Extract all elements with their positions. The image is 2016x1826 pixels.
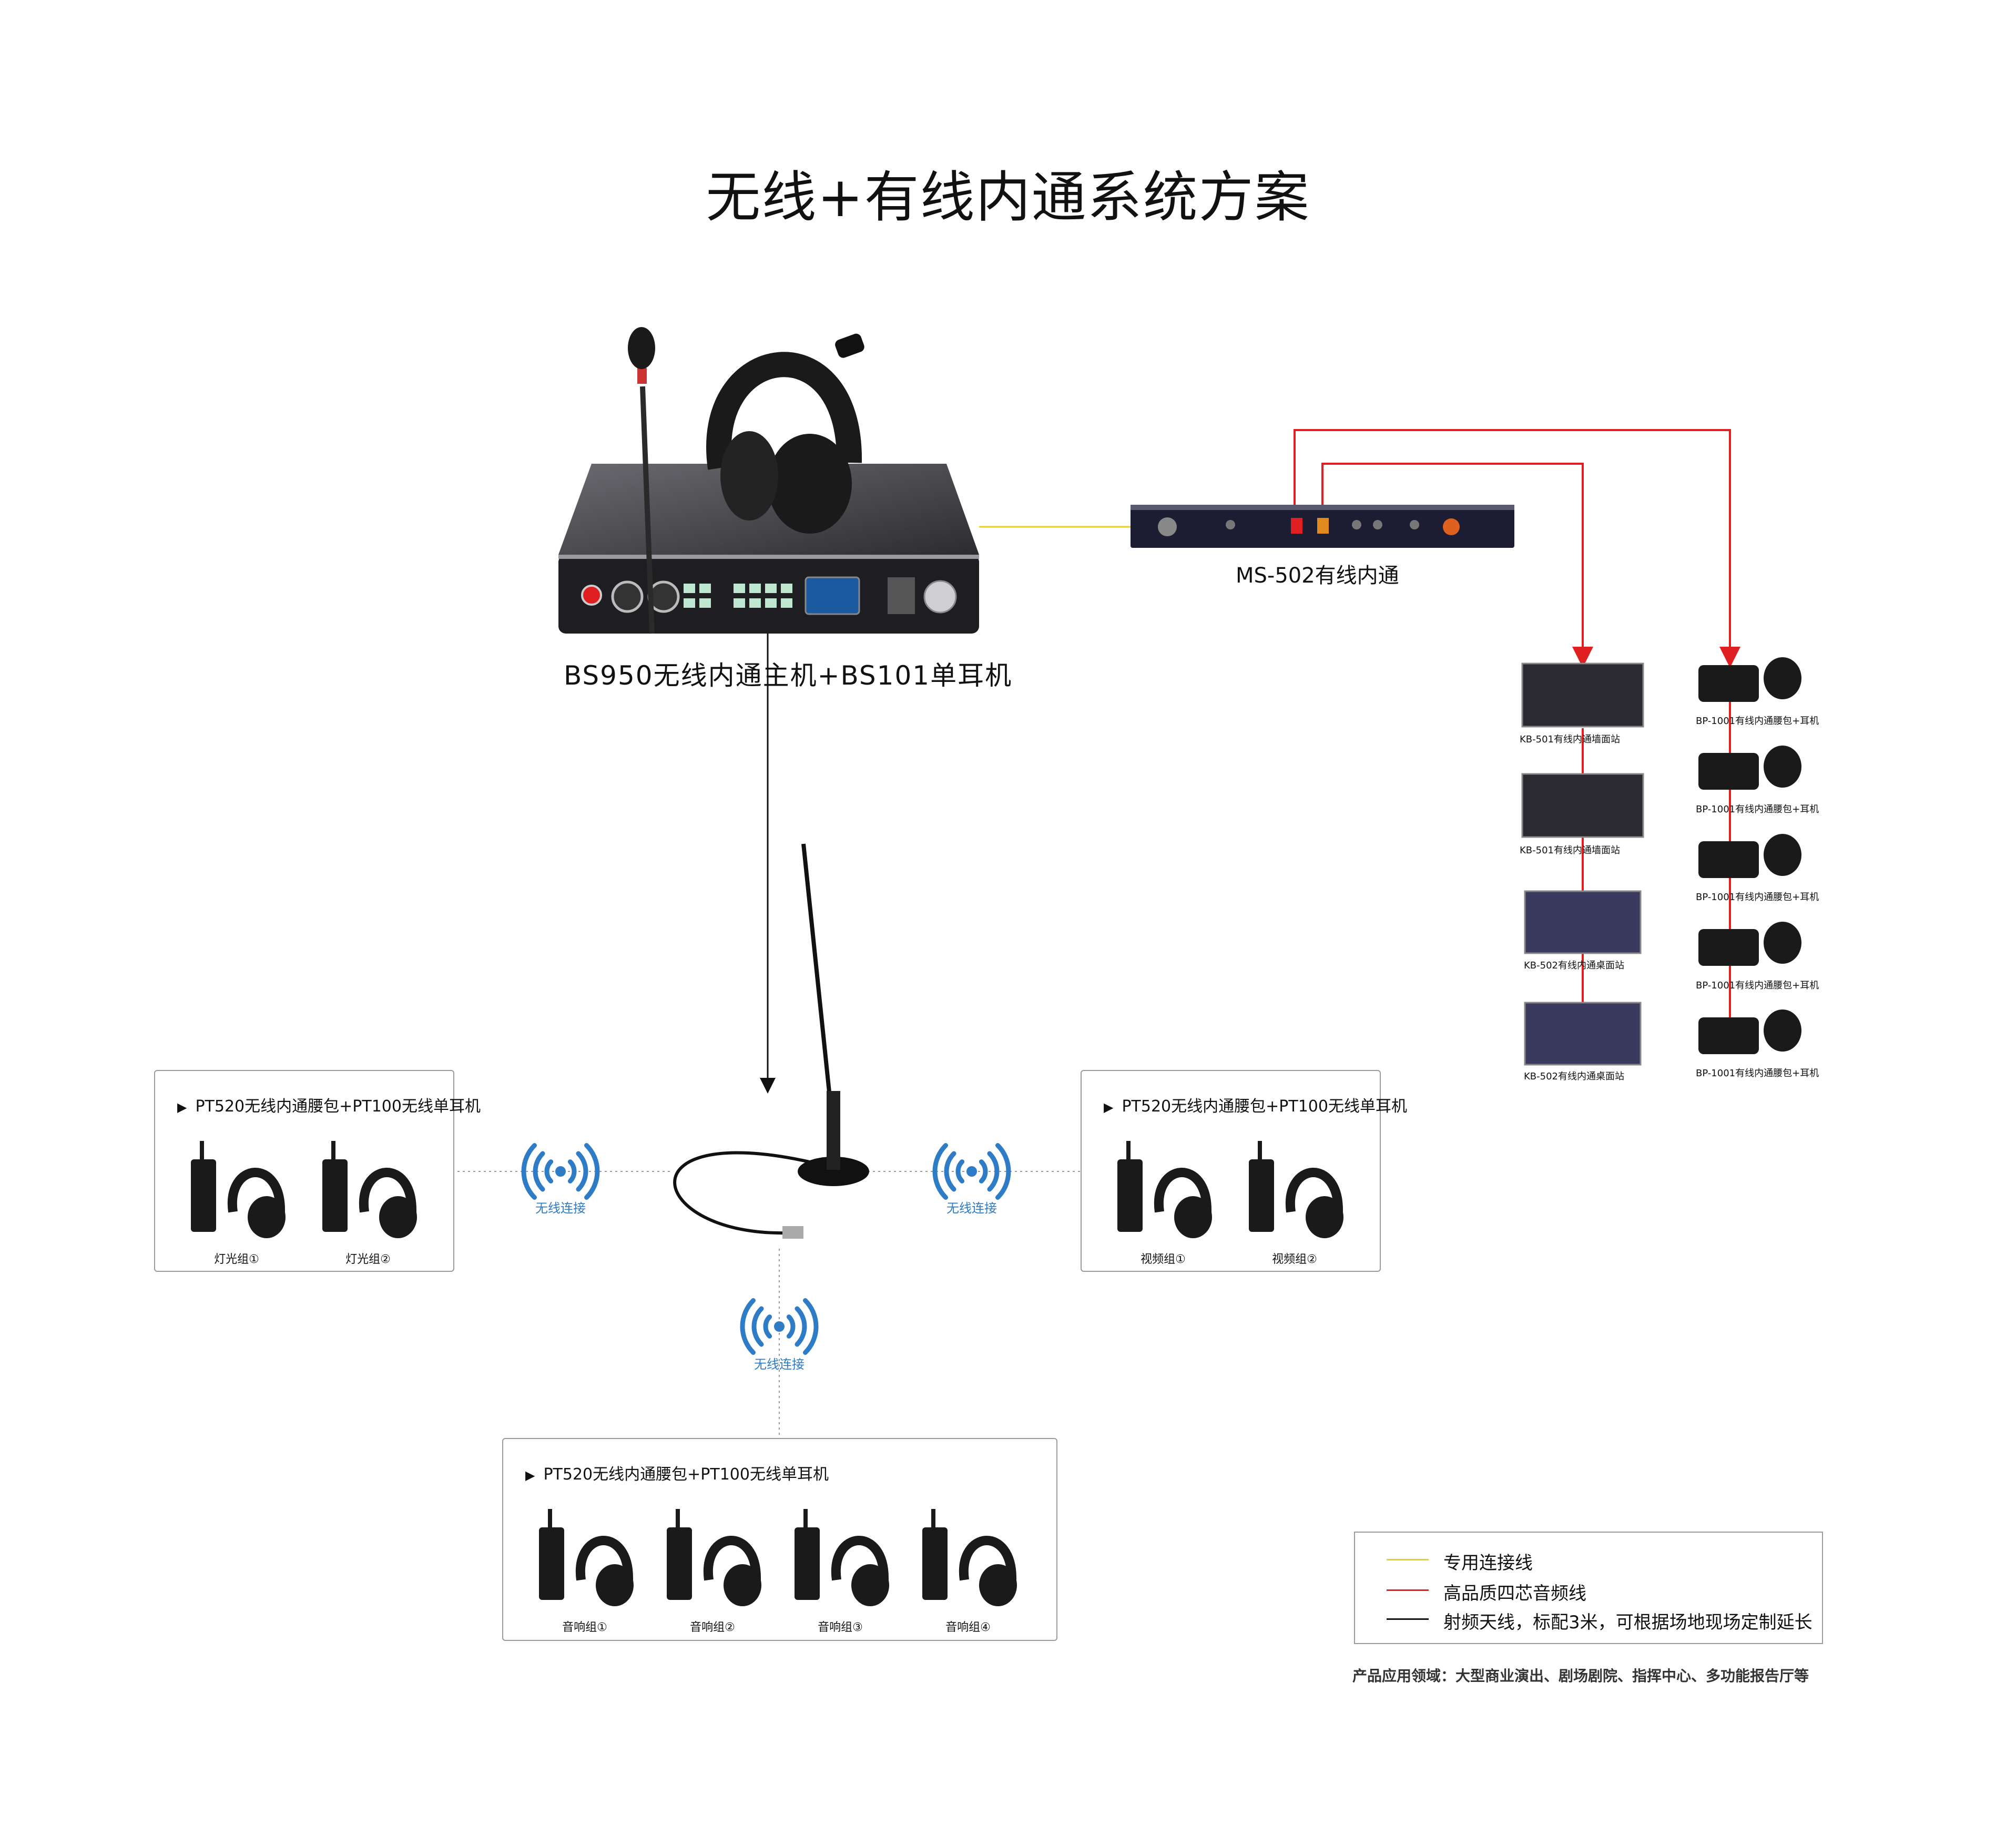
group-panel-title: ▶PT520无线内通腰包+PT100无线单耳机 [177, 1097, 481, 1116]
wireless-wave-icon [584, 1143, 600, 1200]
kb-station-label: KB-501有线内通墙面站 [1520, 845, 1621, 856]
bp-beltpack-label: BP-1001有线内通腰包+耳机 [1696, 804, 1819, 815]
group-panel-title: ▶PT520无线内通腰包+PT100无线单耳机 [525, 1465, 829, 1484]
beltpack-headset-icon [1249, 1141, 1343, 1238]
legend-swatch [1387, 1618, 1429, 1620]
wireless-dot-icon [966, 1166, 977, 1177]
wireless-unit: 灯光组① [176, 1133, 297, 1266]
wireless-wave-icon [544, 1159, 554, 1184]
wireless-dot-icon [555, 1166, 566, 1177]
group-panel-title: ▶PT520无线内通腰包+PT100无线单耳机 [1104, 1097, 1407, 1116]
bs950-main-unit-image [558, 327, 979, 634]
wireless-unit: 视频组② [1234, 1133, 1355, 1266]
beltpack-headset-icon [539, 1509, 634, 1606]
wireless-unit: 灯光组② [308, 1133, 429, 1266]
beltpack-headset-icon [1117, 1141, 1212, 1238]
triangle-icon: ▶ [177, 1100, 187, 1115]
wireless-wave-icon [763, 1314, 772, 1339]
unit-caption: 音响组① [562, 1621, 607, 1634]
legend-label: 专用连接线 [1443, 1553, 1533, 1574]
wireless-unit: 音响组① [524, 1501, 645, 1634]
kb-stations-images [1521, 662, 1644, 1066]
triangle-icon: ▶ [525, 1468, 535, 1483]
wireless-wave-icon [944, 1151, 956, 1192]
legend-label: 高品质四芯音频线 [1443, 1583, 1586, 1604]
wireless-wave-icon [795, 1306, 807, 1347]
wireless-unit: 音响组④ [908, 1501, 1029, 1634]
unit-caption: 视频组① [1141, 1253, 1186, 1266]
group-panel-lighting: ▶PT520无线内通腰包+PT100无线单耳机 灯光组① 灯光组② [154, 1070, 481, 1272]
wireless-unit: 音响组③ [780, 1501, 901, 1634]
wireless-wave-icon [521, 1143, 537, 1200]
wireless-wave-icon [533, 1151, 545, 1192]
group-panel-video: ▶PT520无线内通腰包+PT100无线单耳机 视频组① 视频组② [1081, 1070, 1407, 1272]
triangle-icon: ▶ [1104, 1100, 1114, 1115]
wireless-wave-icon [576, 1151, 588, 1192]
wireless-wave-icon [955, 1159, 965, 1184]
wireless-unit: 视频组① [1103, 1133, 1224, 1266]
wireless-dot-icon [774, 1321, 785, 1332]
wireless-wave-icon [979, 1159, 988, 1184]
unit-caption: 灯光组① [214, 1253, 259, 1266]
unit-caption: 音响组④ [945, 1621, 991, 1634]
beltpack-headset-icon [795, 1509, 889, 1606]
wireless-unit: 音响组② [652, 1501, 773, 1634]
application-footer: 产品应用领域：大型商业演出、剧场剧院、指挥中心、多功能报告厅等 [1352, 1667, 1809, 1685]
kb-station-label: KB-502有线内通桌面站 [1524, 1071, 1625, 1082]
legend-swatch [1387, 1559, 1429, 1560]
unit-caption: 灯光组② [345, 1253, 391, 1266]
wireless-link-label: 无线连接 [535, 1201, 586, 1216]
antenna-image [673, 843, 869, 1239]
unit-caption: 视频组② [1272, 1253, 1317, 1266]
beltpack-headset-icon [667, 1509, 761, 1606]
ms502-rack-unit-image [1131, 505, 1514, 548]
bp-beltpack-label: BP-1001有线内通腰包+耳机 [1696, 716, 1819, 727]
wireless-wave-icon [786, 1314, 796, 1339]
group-panel-audio: ▶PT520无线内通腰包+PT100无线单耳机 音响组① 音响组② 音响组③ 音… [502, 1438, 1057, 1641]
bp-beltpack-label: BP-1001有线内通腰包+耳机 [1696, 1068, 1819, 1079]
wireless-wave-icon [740, 1298, 756, 1355]
bp-beltpack-label: BP-1001有线内通腰包+耳机 [1696, 980, 1819, 991]
bp-beltpack-label: BP-1001有线内通腰包+耳机 [1696, 892, 1819, 903]
wireless-signal-icons [521, 1143, 1011, 1355]
ms502-label: MS-502有线内通 [1236, 564, 1399, 588]
wireless-wave-icon [567, 1159, 577, 1184]
wireless-wave-icon [803, 1298, 819, 1355]
kb-station-label: KB-502有线内通桌面站 [1524, 960, 1625, 971]
wireless-wave-icon [987, 1151, 1000, 1192]
legend-swatch [1387, 1589, 1429, 1591]
beltpack-headset-icon [322, 1141, 417, 1238]
legend: 专用连接线 高品质四芯音频线 射频天线，标配3米，可根据场地现场定制延长 [1354, 1532, 1823, 1644]
unit-caption: 音响组③ [818, 1621, 863, 1634]
beltpack-headset-icon [922, 1509, 1017, 1606]
bp-beltpacks-images [1698, 657, 1801, 1054]
page-title: 无线+有线内通系统方案 [706, 165, 1310, 229]
wireless-wave-icon [995, 1143, 1011, 1200]
legend-label: 射频天线，标配3米，可根据场地现场定制延长 [1443, 1612, 1813, 1633]
wireless-wave-icon [751, 1306, 764, 1347]
unit-caption: 音响组② [690, 1621, 735, 1634]
wireless-link-label: 无线连接 [946, 1201, 997, 1216]
beltpack-headset-icon [191, 1141, 286, 1238]
kb-station-label: KB-501有线内通墙面站 [1520, 734, 1621, 745]
wireless-wave-icon [932, 1143, 948, 1200]
main-unit-label: BS950无线内通主机+BS101单耳机 [564, 660, 1013, 691]
wireless-link-label: 无线连接 [754, 1357, 805, 1372]
